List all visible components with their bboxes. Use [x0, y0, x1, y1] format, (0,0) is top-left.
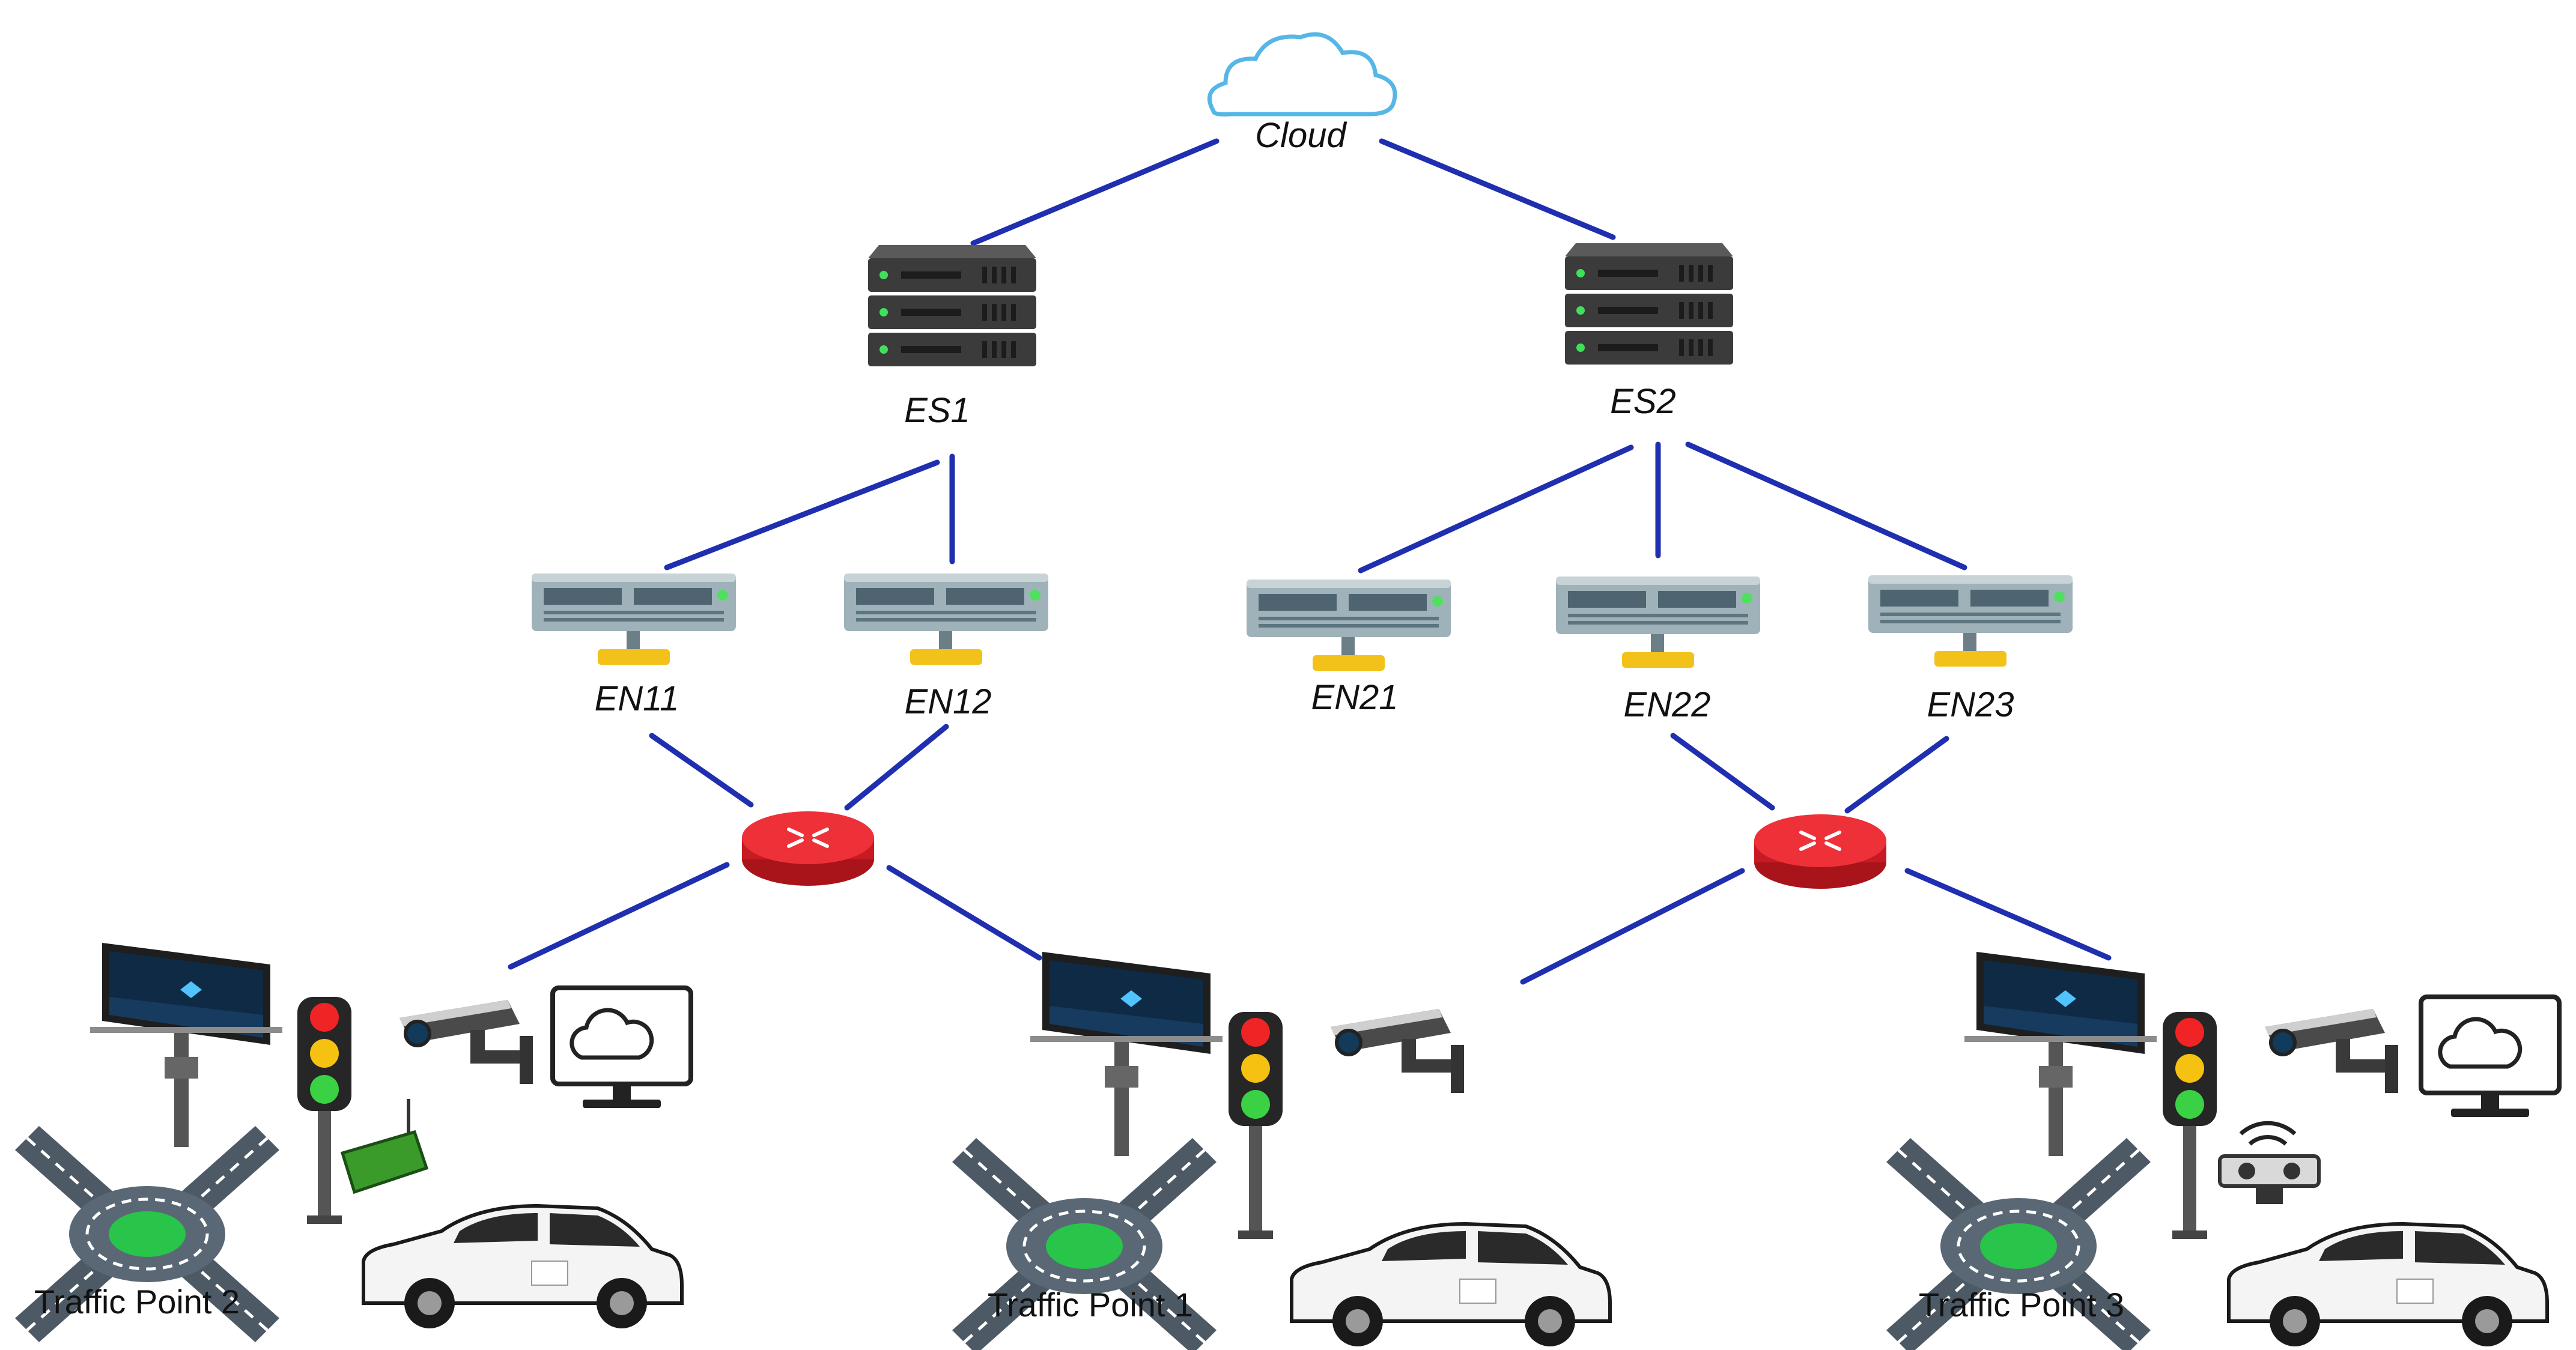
camera-icon	[1331, 1009, 1464, 1093]
router-2-icon	[1754, 814, 1886, 889]
es2-server-icon	[1565, 243, 1733, 365]
link-cloud-es2	[1379, 138, 1616, 240]
camera-icon	[2265, 1009, 2398, 1093]
en21-edge-node-icon	[1247, 580, 1451, 671]
traffic-point-3-group	[1886, 952, 2559, 1350]
weather-monitor-icon	[2421, 997, 2559, 1117]
link-en23-router2	[1844, 736, 1949, 814]
traffic-point-2-label: Traffic Point 2	[34, 1283, 240, 1321]
link-router1-tp1	[886, 865, 1042, 961]
link-router1-tp2	[508, 862, 730, 970]
cloud-label: Cloud	[1255, 116, 1346, 155]
en21-label: EN21	[1311, 678, 1399, 717]
en23-label: EN23	[1927, 685, 2014, 724]
en11-label: EN11	[594, 679, 679, 718]
link-router2-link	[1520, 868, 1745, 985]
traffic-light-icon	[2163, 1012, 2217, 1239]
en12-label: EN12	[904, 682, 992, 721]
billboard-icon	[1030, 952, 1223, 1156]
traffic-light-icon	[1229, 1012, 1283, 1239]
link-router2-tp3	[1904, 868, 2112, 961]
traffic-light-icon	[297, 997, 351, 1224]
traffic-point-3-label: Traffic Point 3	[1918, 1286, 2125, 1324]
link-es1-en11	[664, 459, 940, 571]
en12-edge-node-icon	[844, 574, 1048, 665]
camera-icon	[399, 1000, 533, 1084]
weather-monitor-icon	[553, 988, 691, 1108]
link-cloud-es1	[970, 138, 1220, 246]
es1-label: ES1	[904, 391, 970, 430]
wifi-beacon-icon	[2218, 1121, 2321, 1204]
car-icon	[1292, 1224, 1610, 1346]
en22-label: EN22	[1623, 685, 1711, 724]
traffic-point-1-label: Traffic Point 1	[987, 1286, 1194, 1324]
link-en22-router2	[1670, 733, 1775, 811]
en23-edge-node-icon	[1868, 575, 2073, 667]
car-icon	[363, 1206, 682, 1328]
link-es2-en21	[1358, 444, 1634, 574]
en11-edge-node-icon	[532, 574, 736, 665]
sensor-icon	[340, 1099, 429, 1194]
billboard-icon	[90, 943, 282, 1147]
es2-label: ES2	[1610, 382, 1676, 421]
en22-edge-node-icon	[1556, 577, 1760, 668]
car-icon	[2229, 1224, 2547, 1346]
traffic-point-2-group	[15, 943, 691, 1342]
billboard-icon	[1964, 952, 2157, 1156]
link-en11-router1	[649, 733, 754, 808]
link-es2-en23	[1685, 441, 1967, 571]
router-1-icon	[742, 811, 874, 886]
es1-server-icon	[868, 245, 1036, 366]
cloud-icon	[1207, 32, 1397, 117]
network-links	[508, 138, 2112, 985]
link-en12-router1	[844, 724, 949, 811]
